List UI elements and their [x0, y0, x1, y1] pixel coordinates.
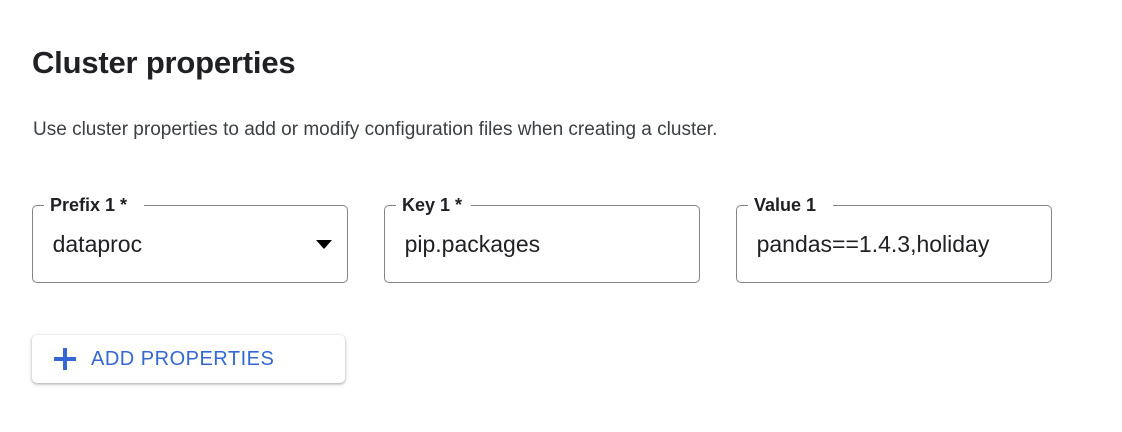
key-field-value: pip.packages	[404, 231, 541, 257]
value-input[interactable]: pandas==1.4.3,holiday	[738, 207, 1051, 282]
value-field-value: pandas==1.4.3,holiday	[756, 231, 990, 257]
key-input[interactable]: pip.packages	[386, 207, 699, 282]
add-properties-label: ADD PROPERTIES	[91, 348, 275, 370]
prefix-select[interactable]: dataproc	[34, 207, 347, 282]
properties-row: Prefix 1 * dataproc Key 1 * pip.packages	[32, 194, 1052, 283]
prefix-field-label: Prefix 1 *	[46, 194, 132, 216]
prefix-field[interactable]: Prefix 1 * dataproc	[32, 194, 348, 283]
plus-icon	[54, 348, 76, 370]
prefix-field-value: dataproc	[52, 231, 143, 257]
key-field-label: Key 1 *	[398, 194, 467, 216]
add-properties-button[interactable]: ADD PROPERTIES	[32, 335, 345, 383]
page-title: Cluster properties	[32, 44, 296, 80]
page-description: Use cluster properties to add or modify …	[33, 119, 718, 140]
value-field-label: Value 1	[750, 194, 821, 216]
value-field[interactable]: Value 1 pandas==1.4.3,holiday	[736, 194, 1052, 283]
key-field[interactable]: Key 1 * pip.packages	[384, 194, 700, 283]
chevron-down-icon[interactable]	[316, 239, 333, 249]
